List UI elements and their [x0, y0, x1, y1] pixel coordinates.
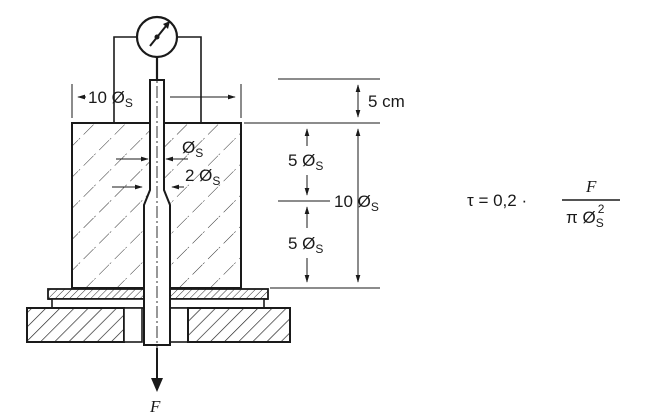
total-10s-label: 10 ØS — [334, 192, 379, 214]
upper-5s-label: 5 ØS — [288, 151, 323, 173]
width-dimension: 10 ØS — [71, 84, 242, 118]
height-5cm-label: 5 cm — [368, 92, 405, 111]
vertical-dimensions: 5 cm 10 ØS 5 ØS 5 ØS — [244, 78, 405, 289]
lower-5s-label: 5 ØS — [288, 234, 323, 256]
force-arrow: F — [149, 348, 163, 416]
dia-s-label: ØS — [182, 138, 203, 160]
formula-denominator: π ØS2 — [566, 202, 605, 230]
formula-lhs: τ = 0,2 · — [467, 191, 527, 210]
shear-formula: τ = 0,2 · F π ØS2 — [467, 177, 620, 230]
dial-gauge — [113, 15, 202, 123]
width-label: 10 ØS — [88, 88, 133, 110]
formula-numerator: F — [585, 177, 597, 196]
bar-diameter-dimensions: ØS 2 ØS — [112, 138, 220, 190]
support-base — [26, 307, 291, 343]
force-label: F — [149, 397, 161, 416]
dia-2s-label: 2 ØS — [185, 166, 220, 188]
steel-bar — [143, 66, 171, 360]
